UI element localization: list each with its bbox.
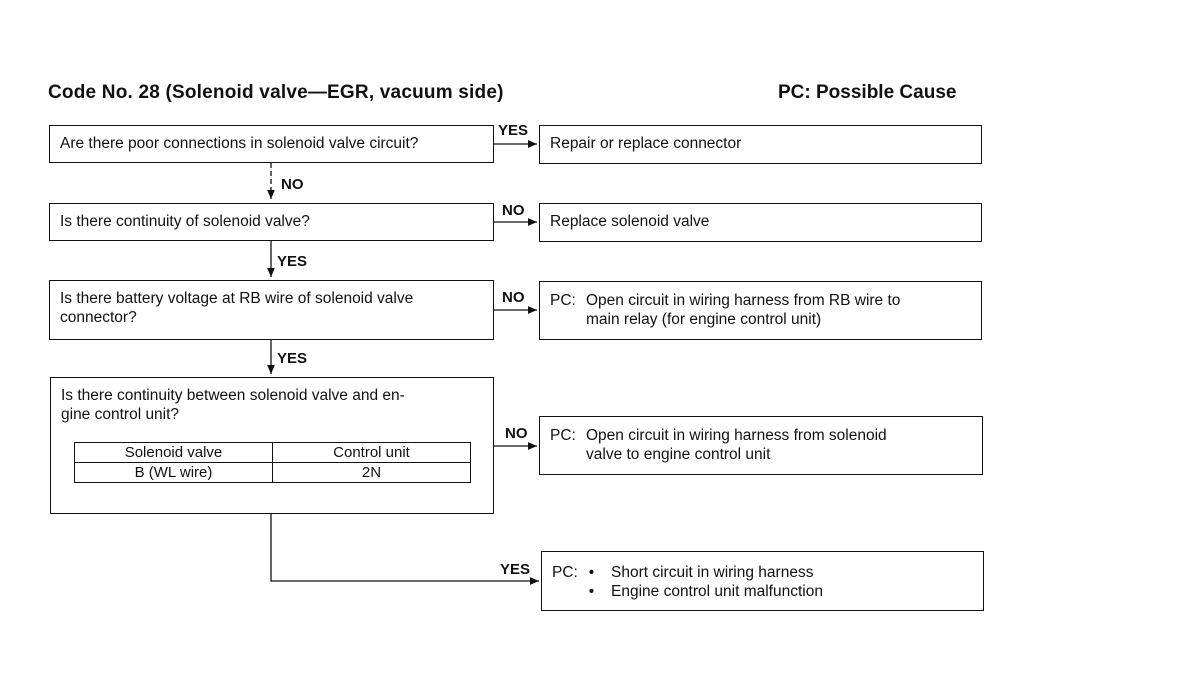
result-text-1: Repair or replace connector	[550, 135, 742, 152]
bullet-2: •	[588, 583, 595, 600]
result-box-3: PC: Open circuit in wiring harness from …	[539, 281, 982, 340]
result-box-4: PC: Open circuit in wiring harness from …	[539, 416, 983, 475]
table-header-solenoid: Solenoid valve	[74, 442, 273, 463]
question-text-1: Are there poor connections in solenoid v…	[60, 135, 419, 152]
table-cell-control-unit: 2N	[272, 462, 471, 483]
pc-prefix-4: PC:	[550, 427, 576, 444]
cause-text-1: Short circuit in wiring harness	[611, 564, 814, 581]
question-box-4: Is there continuity between solenoid val…	[50, 377, 494, 514]
bullet-1: •	[588, 564, 595, 581]
connection-table: Solenoid valve Control unit B (WL wire) …	[74, 442, 471, 483]
question-text-4a: Is there continuity between solenoid val…	[61, 387, 405, 404]
pc-prefix-3: PC:	[550, 292, 576, 309]
branch-label-1: YES	[498, 122, 529, 139]
table-cell-solenoid: B (WL wire)	[74, 462, 273, 483]
result-text-2: Replace solenoid valve	[550, 213, 710, 230]
result-box-2: Replace solenoid valve	[539, 203, 982, 242]
question-box-2: Is there continuity of solenoid valve?	[49, 203, 494, 241]
result-text-4b: valve to engine control unit	[586, 446, 771, 463]
question-text-4b: gine control unit?	[61, 406, 180, 423]
branch-label-4: NO	[505, 425, 528, 442]
page-title: Code No. 28 (Solenoid valve—EGR, vacuum …	[48, 82, 504, 103]
question-text-3b: connector?	[60, 309, 137, 326]
result-text-4a: Open circuit in wiring harness from sole…	[586, 427, 887, 444]
next-label-3: YES	[277, 350, 308, 367]
result-text-3a: Open circuit in wiring harness from RB w…	[586, 292, 901, 309]
arrow-step4-yes	[270, 514, 539, 585]
question-text-3a: Is there battery voltage at RB wire of s…	[60, 290, 414, 307]
question-box-3: Is there battery voltage at RB wire of s…	[49, 280, 494, 340]
result-text-3b: main relay (for engine control unit)	[586, 311, 822, 328]
branch-label-final: YES	[500, 561, 531, 578]
question-box-1: Are there poor connections in solenoid v…	[49, 125, 494, 163]
cause-text-2: Engine control unit malfunction	[611, 583, 823, 600]
table-header-control-unit: Control unit	[272, 442, 471, 463]
result-box-final: PC: • Short circuit in wiring harness • …	[541, 551, 984, 611]
pc-legend: PC: Possible Cause	[778, 82, 957, 103]
next-label-1: NO	[281, 176, 304, 193]
next-label-2: YES	[277, 253, 308, 270]
result-box-1: Repair or replace connector	[539, 125, 982, 164]
branch-label-3: NO	[502, 289, 525, 306]
pc-prefix-final: PC:	[552, 564, 578, 581]
branch-label-2: NO	[502, 202, 525, 219]
question-text-2: Is there continuity of solenoid valve?	[60, 213, 310, 230]
